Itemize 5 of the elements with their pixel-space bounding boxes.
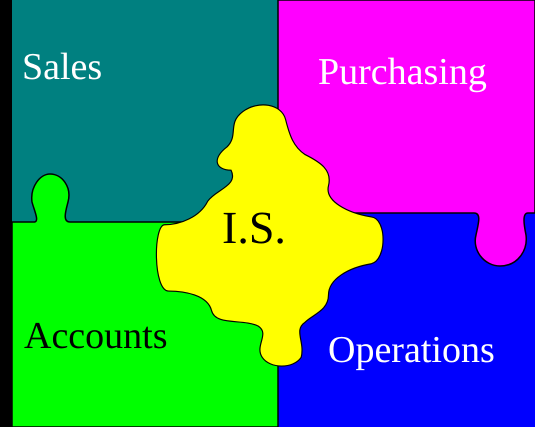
piece-label: Operations [328, 331, 495, 369]
piece-label: Accounts [24, 317, 168, 355]
piece-label: I.S. [222, 205, 286, 251]
piece-label: Purchasing [318, 53, 487, 91]
piece-label: Sales [22, 48, 102, 86]
